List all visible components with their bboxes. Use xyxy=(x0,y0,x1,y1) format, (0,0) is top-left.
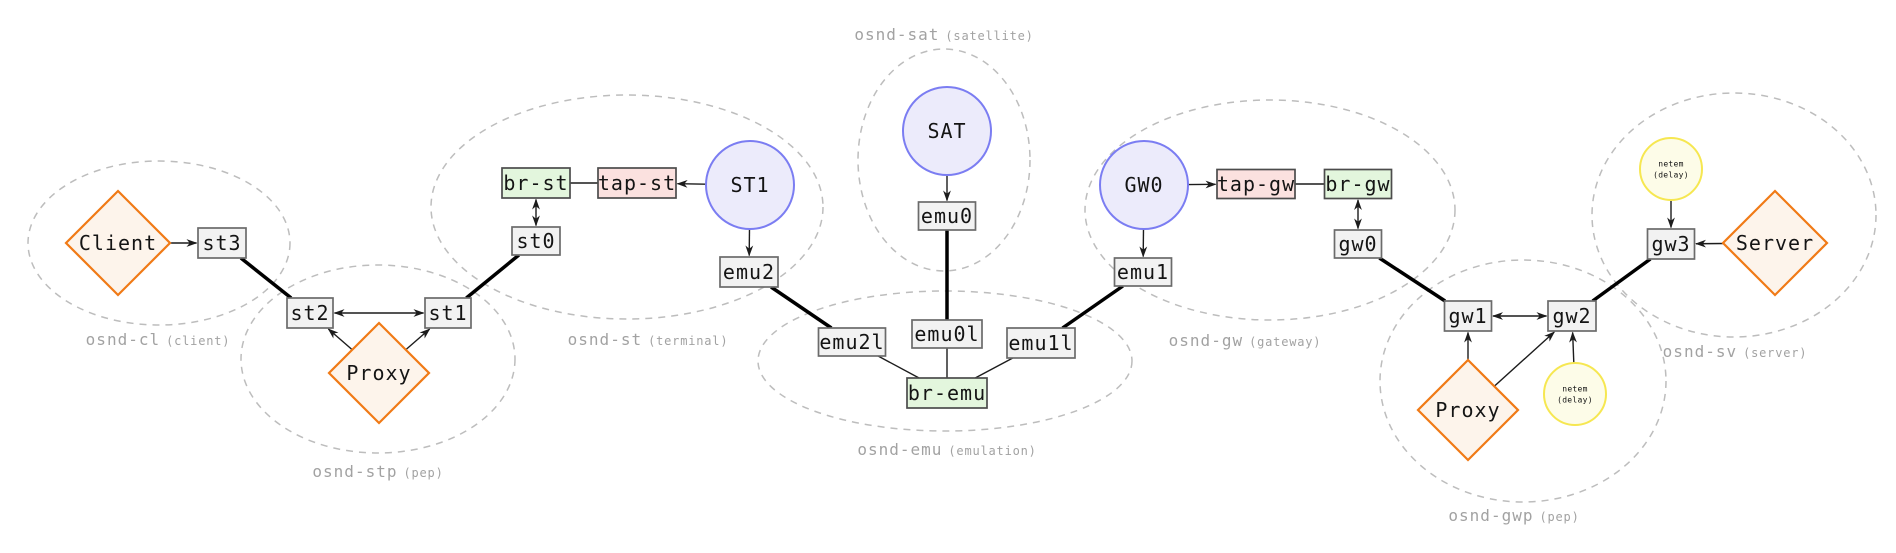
node-st3-label: st3 xyxy=(202,231,241,255)
node-emu2l-label: emu2l xyxy=(819,330,884,354)
node-server-label: Server xyxy=(1736,231,1814,255)
node-tap-gw-label: tap-gw xyxy=(1217,172,1295,196)
node-emu1l-label: emu1l xyxy=(1008,331,1073,355)
node-netem-sv xyxy=(1639,137,1703,201)
node-proxy-st-label: Proxy xyxy=(346,361,411,385)
node-gw0-vm-label: GW0 xyxy=(1124,173,1163,197)
node-gw3-label: gw3 xyxy=(1651,232,1690,256)
node-netem-sv-label: netem xyxy=(1658,160,1684,169)
node-proxy-st xyxy=(327,321,431,425)
group-osnd-gw-ellipse xyxy=(1084,99,1456,321)
node-emu0l xyxy=(911,319,983,349)
node-netem-gw-label: netem xyxy=(1562,385,1588,394)
node-gw3 xyxy=(1646,228,1696,260)
node-proxy-gw xyxy=(1416,358,1520,462)
node-st1-vm-label: ST1 xyxy=(730,173,769,197)
edge-emu1l-br-emu xyxy=(974,357,1014,379)
edge-st1-vm-tap-st xyxy=(676,179,707,188)
group-osnd-emu-ellipse xyxy=(757,290,1133,432)
node-netem-sv-label2: (delay) xyxy=(1653,171,1689,180)
node-emu1 xyxy=(1113,257,1173,287)
group-osnd-gw-label: osnd-gw(gateway) xyxy=(1169,331,1322,350)
edge-gw2-gw3 xyxy=(1591,257,1652,303)
node-proxy-gw-label: Proxy xyxy=(1435,398,1500,422)
group-osnd-stp-ellipse xyxy=(240,264,516,454)
edge-netem-gw-gw2 xyxy=(1569,331,1577,364)
group-osnd-cl-ellipse xyxy=(27,160,291,326)
node-st0-label: st0 xyxy=(516,229,555,253)
node-sat-vm-label: SAT xyxy=(927,119,966,143)
node-st2-label: st2 xyxy=(290,301,329,325)
node-br-st xyxy=(501,167,571,199)
group-osnd-cl-label: osnd-cl(client) xyxy=(86,330,231,349)
edge-st3-st2 xyxy=(239,256,293,300)
node-tap-st xyxy=(597,167,677,199)
node-br-st-label: br-st xyxy=(503,171,568,195)
edge-st1-st0 xyxy=(465,253,520,300)
edge-emu2l-br-emu xyxy=(877,355,920,379)
node-st2 xyxy=(286,297,334,329)
node-br-gw xyxy=(1323,168,1393,200)
node-gw1 xyxy=(1443,300,1493,332)
node-st3 xyxy=(197,227,247,259)
node-st1-label: st1 xyxy=(428,301,467,325)
node-gw0 xyxy=(1333,229,1383,259)
node-br-gw-label: br-gw xyxy=(1325,172,1390,196)
node-tap-st-label: tap-st xyxy=(598,171,676,195)
group-osnd-sat-ellipse xyxy=(857,48,1031,272)
node-gw0-label: gw0 xyxy=(1338,232,1377,256)
node-emu0l-label: emu0l xyxy=(914,322,979,346)
node-br-emu-label: br-emu xyxy=(908,381,986,405)
edge-proxy-st-st1 xyxy=(405,328,431,351)
node-st1-vm xyxy=(705,140,795,230)
node-emu2l xyxy=(817,327,887,357)
group-osnd-gwp-ellipse xyxy=(1379,259,1667,503)
node-server xyxy=(1721,189,1829,297)
node-netem-gw xyxy=(1543,362,1607,426)
node-client xyxy=(64,189,172,297)
group-osnd-sat-label: osnd-sat(satellite) xyxy=(854,25,1033,44)
edge-proxy-gw-gw2 xyxy=(1493,331,1556,387)
node-client-label: Client xyxy=(79,231,157,255)
node-emu2 xyxy=(719,256,779,288)
node-emu2-label: emu2 xyxy=(723,260,775,284)
edge-emu1-emu1l xyxy=(1061,284,1124,330)
node-sat-vm xyxy=(902,86,992,176)
edge-proxy-st-st2 xyxy=(327,328,353,351)
node-gw1-label: gw1 xyxy=(1448,304,1487,328)
group-osnd-st-ellipse xyxy=(430,94,824,320)
group-osnd-stp-label: osnd-stp(pep) xyxy=(312,462,443,481)
node-emu0 xyxy=(917,201,977,231)
node-tap-gw xyxy=(1216,168,1296,200)
node-emu0-label: emu0 xyxy=(921,204,973,228)
node-netem-gw-label2: (delay) xyxy=(1557,396,1593,405)
group-osnd-sv-ellipse xyxy=(1591,92,1877,338)
group-osnd-st-label: osnd-st(terminal) xyxy=(568,330,729,349)
group-osnd-sv-label: osnd-sv(server) xyxy=(1663,342,1808,361)
node-emu1-label: emu1 xyxy=(1117,260,1169,284)
group-osnd-gwp-label: osnd-gwp(pep) xyxy=(1448,506,1579,525)
node-st1 xyxy=(424,297,472,329)
node-st0 xyxy=(511,226,561,256)
node-gw0-vm xyxy=(1099,140,1189,230)
node-br-emu xyxy=(906,377,988,409)
edge-gw0-gw1 xyxy=(1378,256,1447,303)
node-gw2 xyxy=(1547,300,1597,332)
node-emu1l xyxy=(1006,327,1076,359)
node-gw2-label: gw2 xyxy=(1552,304,1591,328)
edge-emu2-emu2l xyxy=(770,285,833,330)
group-osnd-emu-label: osnd-emu(emulation) xyxy=(857,440,1036,459)
